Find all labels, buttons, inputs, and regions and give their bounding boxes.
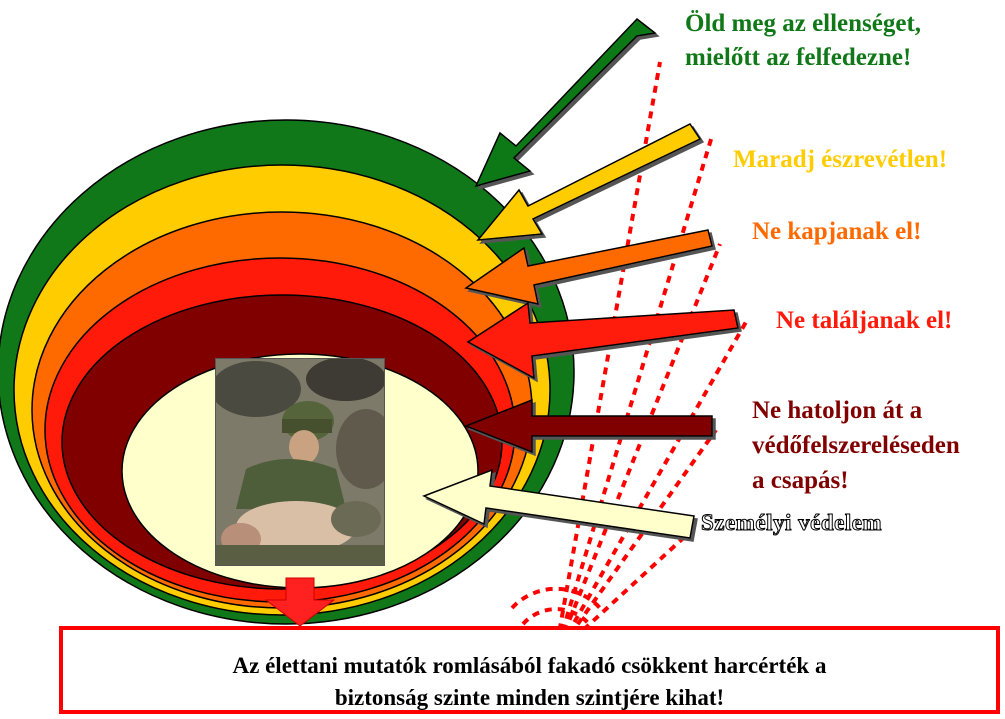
label-kill-enemy: Öld meg az ellenséget, mielőtt az felfed…: [685, 7, 921, 75]
label-personal-protection: Személyi védelem: [701, 510, 882, 536]
label-not-caught: Ne kapjanak el!: [752, 218, 921, 246]
ray-orange: [555, 244, 720, 656]
label-not-hit: Ne találjanak el!: [776, 307, 952, 335]
ray-darkred: [555, 430, 716, 656]
conclusion-box: Az élettani mutatók romlásából fakadó cs…: [59, 626, 1000, 714]
label-stay-undetected: Maradj észrevétlen!: [733, 146, 947, 174]
label-no-penetration: Ne hatoljon át a védőfelszereléseden a c…: [752, 393, 960, 498]
photo-image: [216, 359, 384, 565]
soldier-photo: [215, 358, 385, 566]
conclusion-text: Az élettani mutatók romlásából fakadó cs…: [63, 650, 996, 714]
ray-arc-3: [512, 589, 600, 608]
